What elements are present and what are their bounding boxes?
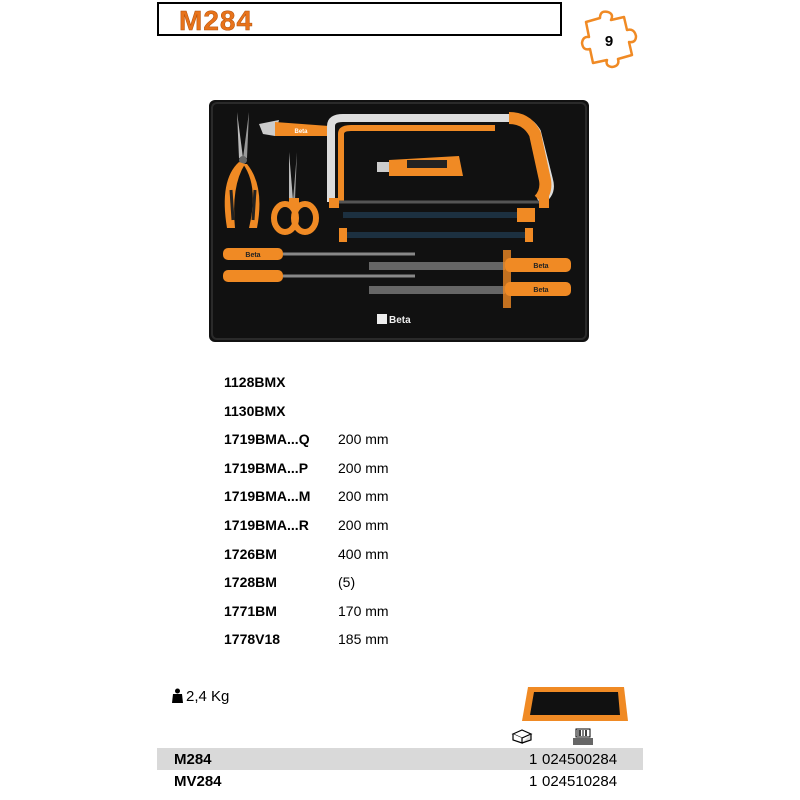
order-number: 024500284	[542, 751, 618, 768]
weight-value: 2,4 Kg	[186, 688, 230, 705]
folding-knife: Beta	[259, 120, 329, 136]
box-icon	[511, 729, 533, 744]
part-size: 200 mm	[338, 459, 389, 476]
order-qty: 1	[529, 751, 538, 768]
order-qty: 1	[529, 773, 538, 790]
tray-logo: Beta	[377, 314, 411, 326]
part-size: 170 mm	[338, 602, 389, 619]
part-code: 1771BM	[224, 602, 277, 619]
part-code: 1130BMX	[224, 402, 286, 419]
part-code: 1719BMA...P	[224, 459, 309, 476]
part-size: 400 mm	[338, 545, 389, 562]
utility-knife	[377, 156, 463, 176]
hacksaw	[327, 112, 554, 208]
file-4: Beta	[369, 282, 571, 296]
part-size: 185 mm	[338, 631, 389, 648]
file-1: Beta	[223, 248, 415, 260]
part-size: 200 mm	[338, 488, 389, 505]
weight-icon	[172, 688, 183, 703]
part-code: 1719BMA...M	[224, 488, 311, 505]
barcode-icon	[573, 728, 593, 745]
scissors	[271, 152, 319, 235]
table-row: MV284 1 024510284	[157, 770, 643, 792]
tray-foam	[209, 100, 589, 342]
title-box: M284	[157, 2, 562, 36]
tool-tray: Beta Beta	[209, 100, 589, 342]
part-size: 200 mm	[338, 517, 389, 533]
table-row: M284 1 024500284	[157, 748, 643, 770]
file-label-3: Beta	[533, 263, 548, 270]
file-label-1: Beta	[245, 252, 260, 259]
weight: 2,4 Kg	[172, 688, 229, 705]
puzzle-icon: 9	[580, 10, 638, 69]
tray-logo-text: Beta	[389, 315, 411, 326]
part-size: (5)	[338, 574, 356, 591]
knife-label: Beta	[294, 129, 308, 135]
part-code: 1726BM	[224, 545, 277, 562]
order-code: M284	[174, 751, 212, 768]
spare-blades	[339, 208, 535, 242]
badge-count: 9	[605, 33, 613, 50]
part-code: 1719BMA...R	[224, 517, 309, 533]
order-table: M284 1 024500284 MV284 1 024510284	[157, 748, 643, 792]
part-size: 200 mm	[338, 431, 389, 448]
order-code: MV284	[174, 773, 222, 790]
file-2	[223, 270, 415, 282]
page-title: M284	[179, 5, 254, 37]
file-label-4: Beta	[533, 287, 548, 294]
part-code: 1728BM	[224, 574, 277, 591]
aviation-snips	[224, 112, 260, 228]
file-3: Beta	[369, 258, 571, 272]
tray-thumbnail	[522, 687, 628, 721]
part-code: 1719BMA...Q	[224, 431, 310, 448]
part-code: 1128BMX	[224, 374, 286, 390]
order-number: 024510284	[542, 773, 618, 790]
part-code: 1778V18	[224, 631, 281, 648]
